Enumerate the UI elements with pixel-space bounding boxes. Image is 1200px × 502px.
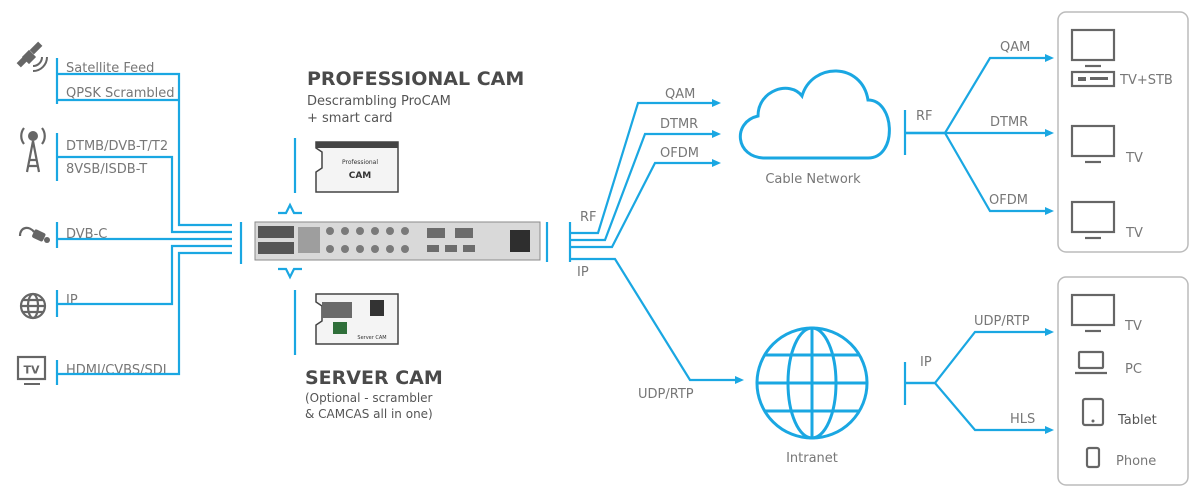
device-rf-label: RF	[580, 210, 597, 225]
terrestrial-label-2: 8VSB/ISDB-T	[66, 162, 147, 177]
rf-clients-panel	[1057, 11, 1189, 253]
headend-device	[254, 221, 541, 261]
rf-link-qam: QAM	[665, 87, 695, 102]
antenna-icon	[20, 127, 46, 173]
professional-cam-card: Professional CAM	[315, 141, 399, 193]
ip-client-tablet: Tablet	[1117, 413, 1157, 428]
tv-icon	[1070, 124, 1116, 164]
intranet-branch-hls: HLS	[1010, 412, 1035, 427]
cable-connector-icon	[18, 226, 50, 243]
ip-link-label: UDP/RTP	[638, 387, 694, 402]
server-cam-card: Server CAM	[315, 293, 399, 345]
rf-link-arrows	[712, 99, 721, 167]
professional-cam-sub2: + smart card	[307, 111, 392, 126]
ip-link-arrow	[735, 376, 744, 384]
ip-client-phone: Phone	[1116, 454, 1156, 469]
pro-cam-slot-arrow	[278, 202, 302, 215]
cloud-icon	[739, 69, 891, 160]
ip-input-label: IP	[66, 293, 78, 308]
rf-link-ofdm: OFDM	[660, 146, 699, 161]
server-cam-sub1: (Optional - scrambler	[305, 391, 433, 405]
intranet-label: Intranet	[786, 451, 838, 466]
tv-icon	[1070, 293, 1116, 333]
rf-client-tv-1: TV	[1125, 151, 1143, 166]
laptop-icon	[1075, 350, 1107, 375]
cable-branch-qam: QAM	[1000, 40, 1030, 55]
professional-cam-title: PROFESSIONAL CAM	[307, 68, 524, 90]
satellite-label-1: Satellite Feed	[66, 61, 154, 76]
professional-cam-sub1: Descrambling ProCAM	[307, 94, 451, 109]
cable-branches	[905, 56, 1045, 213]
server-cam-card-text: Server CAM	[357, 335, 386, 341]
satellite-icon	[16, 41, 48, 72]
cable-network-label: Cable Network	[765, 172, 861, 187]
rf-link-dtmr: DTMR	[660, 117, 698, 132]
hdmi-label: HDMI/CVBS/SDI	[66, 363, 167, 378]
server-cam-title: SERVER CAM	[305, 367, 443, 389]
tv-icon	[1070, 200, 1116, 240]
cable-branch-dtmr: DTMR	[990, 115, 1028, 130]
ip-client-tv: TV	[1124, 319, 1142, 334]
pro-cam-card-text2: CAM	[349, 171, 372, 181]
tv-icon-text: TV	[23, 364, 40, 377]
rf-links	[570, 101, 712, 249]
satellite-label-2: QPSK Scrambled	[66, 86, 174, 101]
cable-branch-ofdm: OFDM	[989, 193, 1028, 208]
tablet-icon	[1081, 397, 1105, 427]
cable-out-label: RF	[916, 109, 933, 124]
ip-link-line	[570, 257, 735, 382]
ip-clients-panel	[1057, 276, 1189, 486]
tv-box-icon: TV	[16, 355, 47, 385]
device-ip-label: IP	[577, 265, 589, 280]
phone-icon	[1085, 446, 1101, 469]
intranet-branches	[905, 330, 1045, 432]
cable-branch-arrows	[1045, 54, 1054, 215]
server-cam-sub2: & CAMCAS all in one)	[305, 407, 433, 421]
rf-client-tv-2: TV	[1125, 226, 1143, 241]
pro-cam-card-text1: Professional	[342, 159, 378, 166]
intranet-branch-udp: UDP/RTP	[974, 314, 1030, 329]
server-cam-slot-arrow	[278, 267, 302, 280]
intranet-out-label: IP	[920, 355, 932, 370]
input-connectors	[57, 72, 232, 376]
intranet-branch-arrows	[1045, 328, 1054, 434]
rf-client-tv-stb: TV+STB	[1119, 73, 1173, 88]
terrestrial-label-1: DTMB/DVB-T/T2	[66, 139, 168, 154]
ip-client-pc: PC	[1125, 362, 1142, 377]
intranet-globe-icon	[755, 326, 869, 440]
tv-stb-icon	[1070, 28, 1116, 88]
globe-icon	[19, 292, 47, 320]
